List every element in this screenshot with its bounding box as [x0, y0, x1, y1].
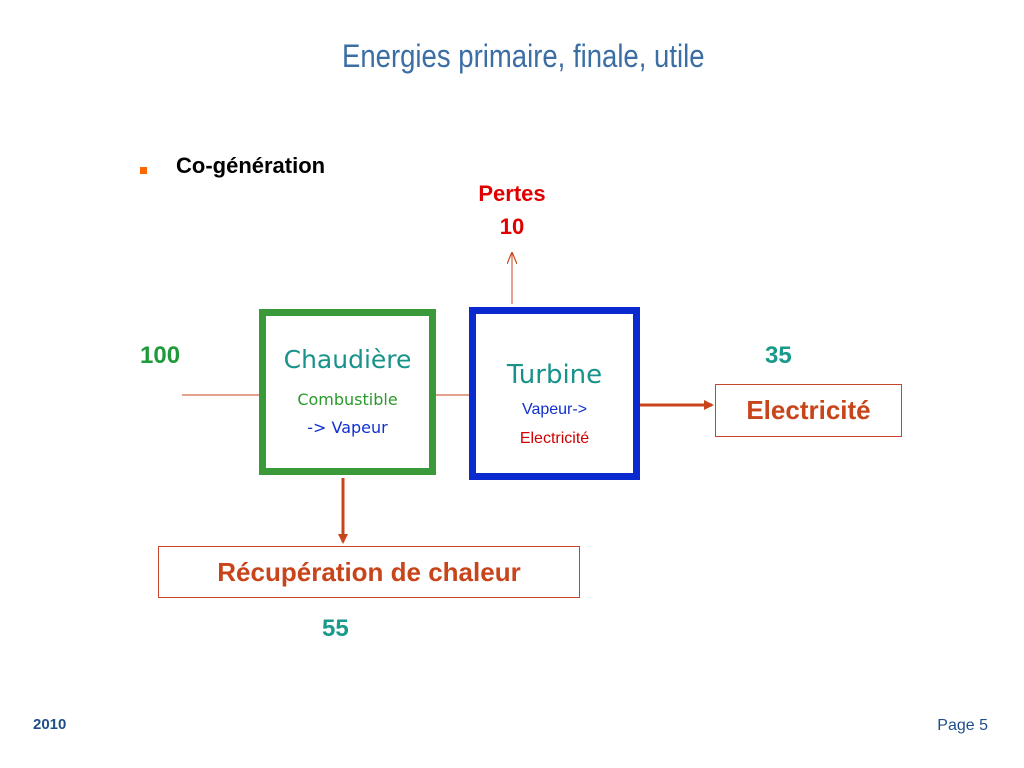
heat-recovery-value: 55: [322, 615, 349, 642]
electricity-output-box: Electricité: [715, 384, 902, 437]
chaudiere-line1: Combustible: [297, 390, 398, 409]
chaudiere-box: [259, 309, 436, 475]
turbine-title: Turbine: [506, 360, 603, 390]
bullet-square-icon: [140, 167, 147, 174]
footer-year: 2010: [33, 716, 67, 733]
heat-recovery-box: Récupération de chaleur: [158, 546, 580, 598]
losses-value: 10: [499, 214, 525, 239]
input-value: 100: [140, 342, 181, 369]
electricity-output-label: Electricité: [746, 395, 871, 425]
slide-title: Energies primaire, finale, utile: [342, 38, 705, 74]
footer-page-number: Page 5: [937, 717, 988, 734]
turbine-line2: Electricité: [519, 430, 590, 447]
chaudiere-line2: -> Vapeur: [307, 418, 388, 437]
electricity-value: 35: [765, 342, 792, 369]
turbine-box: [469, 307, 640, 480]
turbine-line1: Vapeur->: [521, 401, 588, 418]
bullet-text: Co-génération: [176, 153, 326, 178]
chaudiere-title: Chaudière: [283, 345, 412, 374]
losses-label: Pertes: [478, 181, 546, 206]
heat-recovery-label: Récupération de chaleur: [217, 556, 521, 587]
